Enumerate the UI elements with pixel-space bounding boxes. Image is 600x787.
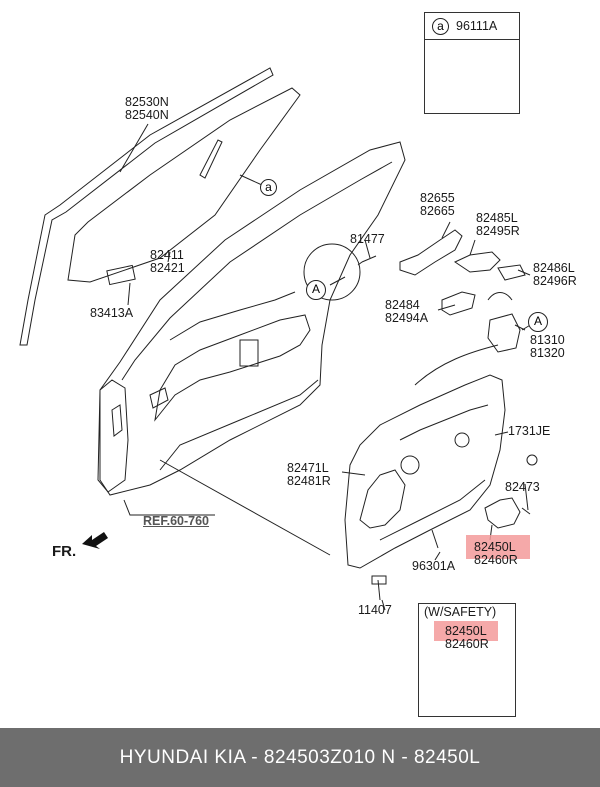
regulator-panel <box>344 374 506 569</box>
safety-title: (W/SAFETY) <box>424 605 497 619</box>
circle-A-right: A <box>528 312 548 332</box>
motor <box>484 497 521 529</box>
label-bolt-bottom: 11407 <box>358 603 392 617</box>
label-ref: REF.60-760 <box>143 514 210 528</box>
label-bolt-top: 81477 <box>350 232 385 246</box>
footer-text: HYUNDAI KIA - 824503Z010 N - 82450L <box>119 746 481 768</box>
label-grommet: 1731JE <box>508 424 551 438</box>
ref-a-part-label: 96111A <box>456 19 498 33</box>
motor-highlight <box>466 535 530 559</box>
ref-a-circle: a <box>432 18 449 35</box>
label-screw: 82473 <box>505 480 540 494</box>
label-clip: 83413A <box>90 306 134 320</box>
label-front: FR. <box>52 543 77 560</box>
door-frame <box>99 141 406 496</box>
footer-bar: HYUNDAI KIA - 824503Z010 N - 82450L <box>0 728 600 787</box>
clip-part <box>106 264 136 286</box>
door-glass <box>67 87 301 283</box>
safety-part-highlight <box>434 621 498 641</box>
upper-hinge <box>399 229 463 276</box>
latch <box>487 313 521 353</box>
circle-A-left: A <box>306 280 326 300</box>
glass-ref-a-circle: a <box>260 179 277 196</box>
glass-run-strip <box>19 67 274 346</box>
label-bolt-mid: 96301A <box>412 559 456 573</box>
front-arrow <box>82 532 108 549</box>
